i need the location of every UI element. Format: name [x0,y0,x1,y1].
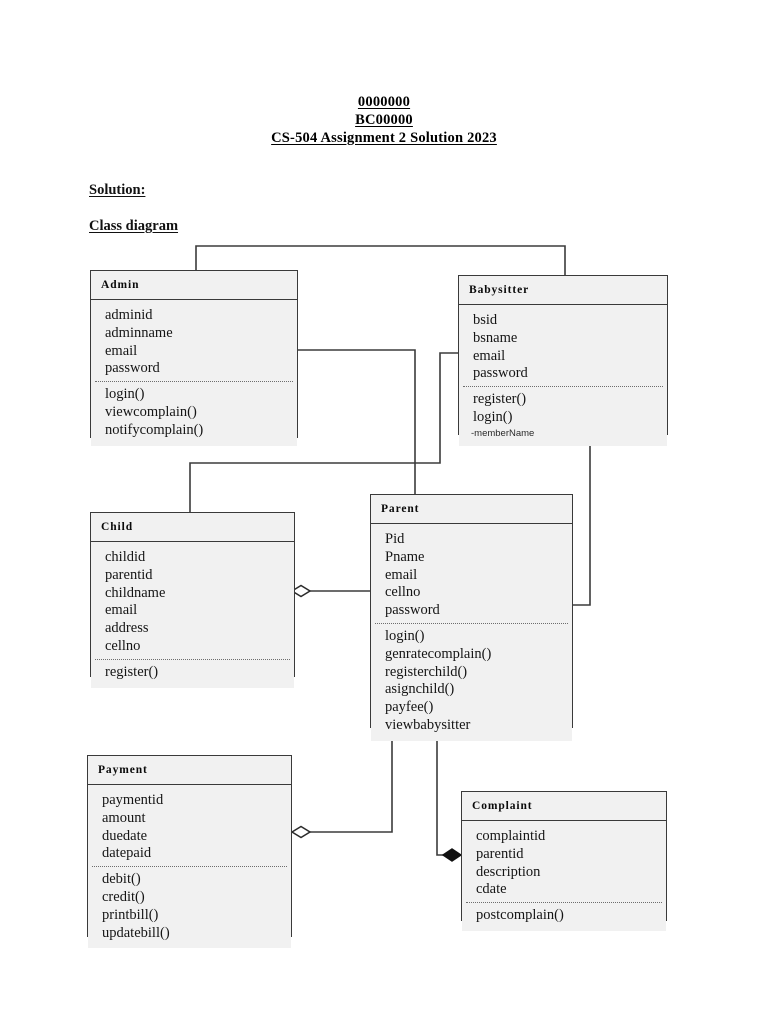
attribute-row: bsid [473,312,498,328]
method-row: viewbabysitter [385,716,471,733]
attribute-row: amount [102,809,146,826]
attribute-row: complaintid [476,828,546,844]
method-row: login() [473,408,513,425]
attribute-row: adminname [105,324,173,341]
method-row: asignchild() [385,681,455,698]
attribute-row: adminid [105,307,153,323]
header-line-1: 0000000 [0,94,768,111]
class-title-babysitter: Babysitter [459,276,667,305]
connector-admin-parent [298,349,416,494]
member-separator [466,902,662,904]
class-title-admin: Admin [91,271,297,300]
connector-admin-babysitter [195,245,566,275]
attribute-row: Pname [385,548,425,565]
attribute-row: password [473,365,528,382]
aggregation-diamond-child [290,584,312,598]
aggregation-diamond-payment [290,825,312,839]
class-box-parent[interactable]: Parent Pid Pname email cellno password l… [370,494,573,741]
attribute-row: datepaid [102,845,152,862]
method-row: login() [385,627,425,644]
member-separator [92,866,287,868]
header-line-2-text: BC00000 [355,112,413,128]
connector-admin-child [189,462,415,512]
method-row: payfee() [385,699,434,716]
class-title-parent: Parent [371,495,572,524]
class-body-admin: adminid adminname email password login()… [91,300,297,446]
class-box-child[interactable]: Child childid parentid childname email a… [90,512,295,688]
method-row: postcomplain() [476,907,564,924]
attribute-row: childname [105,584,166,601]
class-box-payment[interactable]: Payment paymentid amount duedate datepai… [87,755,292,949]
connector-babysitter-parent [415,352,458,464]
member-separator [463,386,663,388]
attribute-row: email [105,342,138,359]
attribute-row: email [385,566,418,583]
composition-diamond-complaint [441,848,463,862]
class-body-complaint: complaintid parentid description cdate p… [462,821,666,931]
attribute-row: parentid [105,566,153,583]
class-box-admin[interactable]: Admin adminid adminname email password l… [90,270,298,446]
attribute-row: Pid [385,531,405,547]
class-diagram-label: Class diagram [89,218,178,235]
method-row: register() [105,663,159,680]
class-title-child: Child [91,513,294,542]
member-separator [375,622,568,624]
method-row: genratecomplain() [385,645,492,662]
member-separator [95,381,293,383]
attribute-row: paymentid [102,792,164,808]
solution-label-text: Solution: [89,182,146,198]
attribute-row: email [473,347,506,364]
method-row: notifycomplain() [105,421,204,438]
method-row: printbill() [102,906,159,923]
solution-label: Solution: [89,182,145,199]
class-title-payment: Payment [88,756,291,785]
header-line-3: CS-504 Assignment 2 Solution 2023 [0,130,768,147]
extra-member-row: -memberName [471,427,535,439]
connector-babysitter-parent-right [573,435,591,606]
class-diagram-label-text: Class diagram [89,218,179,234]
attribute-row: address [105,620,149,637]
class-body-babysitter: bsid bsname email password register() lo… [459,305,667,446]
attribute-row: email [105,602,138,619]
header-line-1-text: 0000000 [357,94,411,110]
header-line-3-text: CS-504 Assignment 2 Solution 2023 [271,130,497,146]
method-row: updatebill() [102,924,170,941]
class-box-babysitter[interactable]: Babysitter bsid bsname email password re… [458,275,668,446]
method-row: register() [473,391,527,408]
method-row: credit() [102,888,145,905]
header-line-2: BC00000 [0,112,768,129]
connector-payment-parent [302,728,393,833]
attribute-row: duedate [102,827,148,844]
class-body-child: childid parentid childname email address… [91,542,294,688]
class-title-complaint: Complaint [462,792,666,821]
method-row: login() [105,386,145,403]
method-row: registerchild() [385,663,468,680]
method-row: viewcomplain() [105,403,197,420]
attribute-row: cellno [385,584,421,601]
class-body-payment: paymentid amount duedate datepaid debit(… [88,785,291,949]
attribute-row: childid [105,549,146,565]
class-body-parent: Pid Pname email cellno password login() … [371,524,572,741]
member-separator [95,658,290,660]
connector-parent-complaint [436,728,452,856]
attribute-row: parentid [476,845,524,862]
attribute-row: cellno [105,637,141,654]
method-row: debit() [102,871,141,888]
attribute-row: description [476,863,541,880]
attribute-row: password [385,602,440,619]
attribute-row: bsname [473,329,518,346]
attribute-row: password [105,360,160,377]
class-box-complaint[interactable]: Complaint complaintid parentid descripti… [461,791,667,931]
attribute-row: cdate [476,881,507,898]
